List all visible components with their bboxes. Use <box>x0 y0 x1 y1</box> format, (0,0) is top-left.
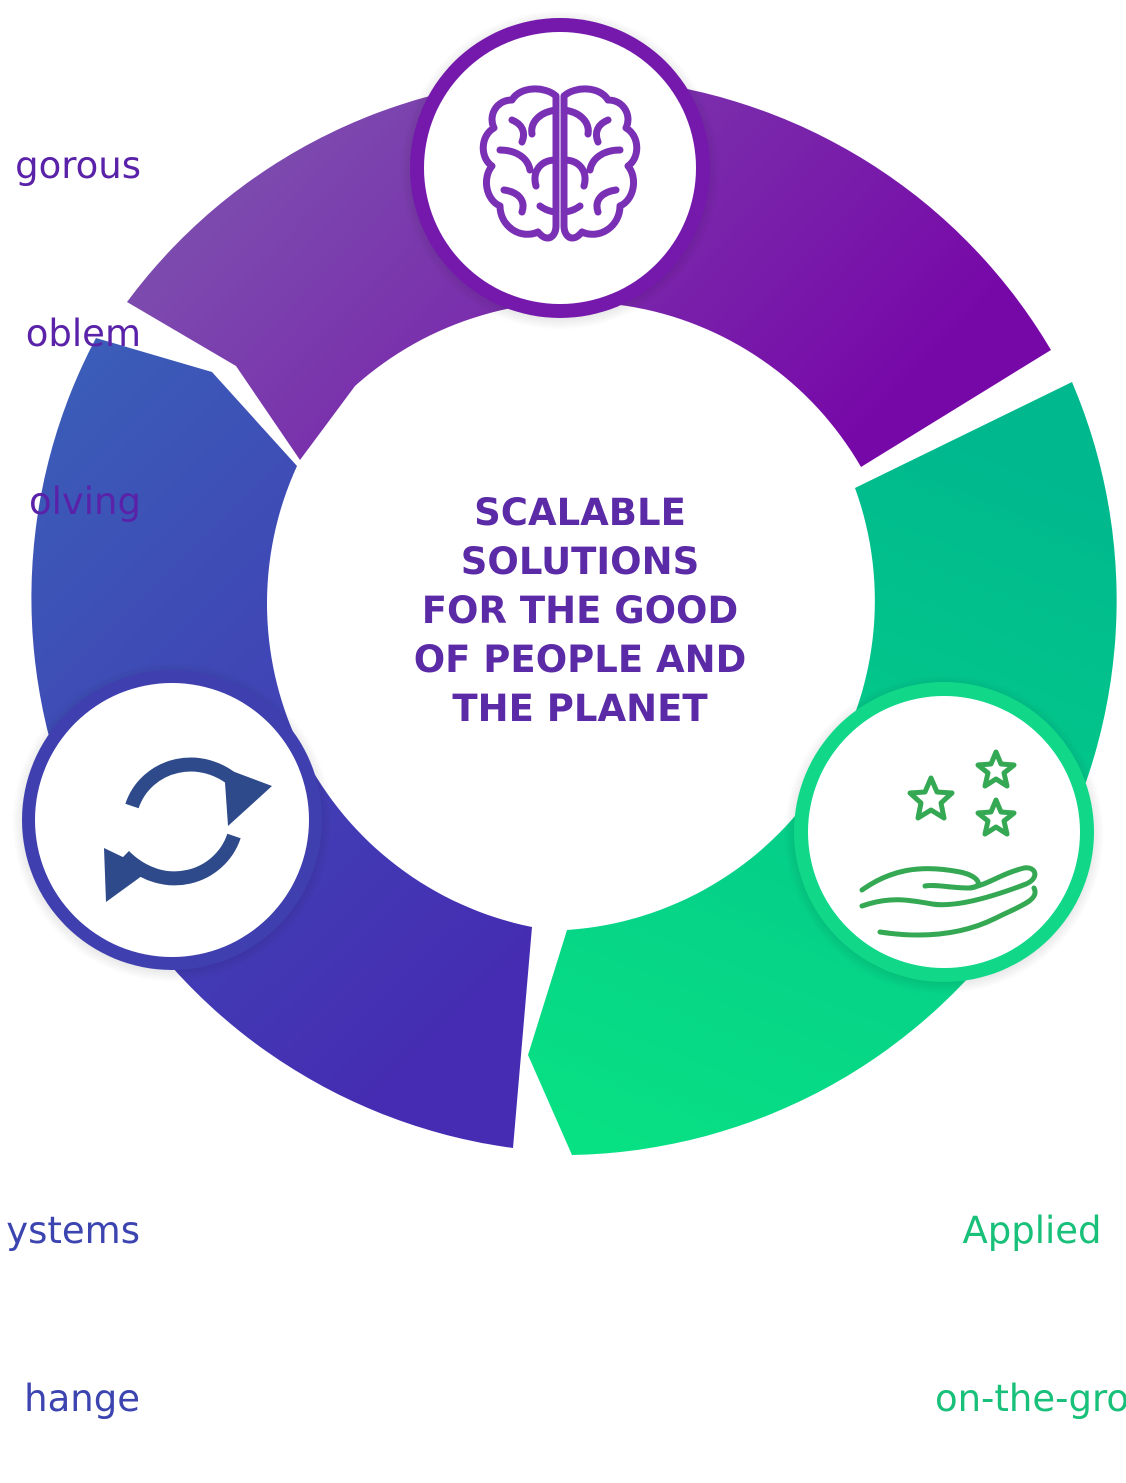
caption-line: Applied <box>962 1209 1102 1252</box>
caption-line: oblem <box>25 312 141 355</box>
center-line: SCALABLE <box>474 491 686 534</box>
caption-systems-change: ystems hange <box>0 1091 140 1483</box>
brain-badge <box>400 10 720 330</box>
refresh-cycle-icon <box>104 757 272 902</box>
cycle-badge <box>12 662 332 982</box>
caption-line: hange <box>24 1377 140 1420</box>
center-line: FOR THE GOOD <box>421 589 739 632</box>
center-line: SOLUTIONS <box>460 540 700 583</box>
hand-stars-icon <box>859 749 1038 938</box>
hand-stars-badge <box>784 674 1104 994</box>
caption-line: ystems <box>6 1209 140 1252</box>
cycle-diagram <box>12 10 1117 1155</box>
caption-line: on-the-gro <box>934 1377 1126 1420</box>
center-statement: SCALABLE SOLUTIONS FOR THE GOOD OF PEOPL… <box>380 488 780 733</box>
caption-line: gorous <box>15 144 141 187</box>
center-line: THE PLANET <box>452 687 708 730</box>
caption-problem-solving: gorous oblem olving <box>0 26 141 586</box>
caption-line: olving <box>28 480 141 523</box>
brain-icon <box>479 85 641 242</box>
center-line: OF PEOPLE AND <box>413 638 747 681</box>
caption-applied: Applied on-the-gro <box>872 1091 1126 1483</box>
